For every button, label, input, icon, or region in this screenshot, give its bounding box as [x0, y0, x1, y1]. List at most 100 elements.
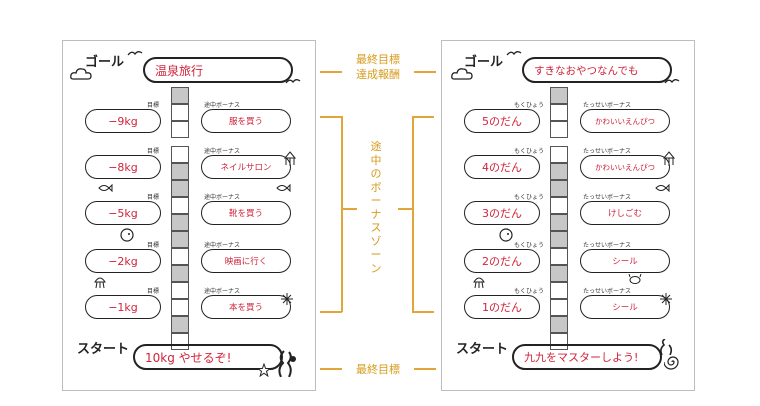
- goal-bubble: すきなおやつなんでも: [522, 57, 672, 83]
- goal-bubble: 温泉旅行: [143, 57, 293, 83]
- target-bubble: 1のだん: [464, 295, 540, 319]
- middle-left-bracket-bottom: [320, 311, 342, 313]
- bonus-bubble: かわいいえんぴつ: [580, 155, 670, 179]
- squid-icon: [662, 151, 676, 167]
- start-label: スタート: [456, 338, 508, 357]
- goal-text: 温泉旅行: [155, 62, 203, 79]
- target-bubble: 5のだん: [464, 109, 540, 133]
- pufferfish-icon: [498, 227, 514, 243]
- middle-right-bracket-side: [412, 116, 414, 312]
- step-block: [171, 180, 189, 197]
- pufferfish-icon: [119, 227, 135, 243]
- jellyfish-icon: [93, 275, 107, 289]
- start-text: 九九をマスターしよう!: [524, 349, 638, 365]
- target-caption: 目標: [147, 146, 159, 155]
- step-block: [550, 87, 568, 104]
- bonus-caption: 途中ボーナス: [204, 146, 240, 155]
- bonus-bubble: けしごむ: [580, 201, 670, 225]
- target-caption: もくひょう: [514, 286, 544, 295]
- bonus-caption: 途中ボーナス: [204, 286, 240, 295]
- target-bubble: −2kg: [85, 249, 161, 273]
- bonus-bubble: 本を買う: [201, 295, 291, 319]
- bonus-bubble: 映画に行く: [201, 249, 291, 273]
- milestone-row: もくひょう 3のだん たっせいボーナス けしごむ: [442, 201, 696, 227]
- target-bubble: −9kg: [85, 109, 161, 133]
- target-caption: 目標: [147, 192, 159, 201]
- bonus-bubble: シール: [580, 295, 670, 319]
- bonus-caption: たっせいボーナス: [583, 146, 631, 155]
- bonus-caption: たっせいボーナス: [583, 240, 631, 249]
- milestone-row: 目標 −8kg 途中ボーナス ネイルサロン: [63, 155, 317, 181]
- target-bubble: 3のだん: [464, 201, 540, 225]
- target-bubble: −1kg: [85, 295, 161, 319]
- target-bubble: −5kg: [85, 201, 161, 225]
- bonus-caption: 途中ボーナス: [204, 192, 240, 201]
- bird-icon: [506, 49, 522, 59]
- middle-right-bracket-bottom: [412, 311, 434, 313]
- step-block: [171, 87, 189, 104]
- bonus-caption: たっせいボーナス: [583, 192, 631, 201]
- milestone-row: 目標 −5kg 途中ボーナス 靴を買う: [63, 201, 317, 227]
- squid-icon: [283, 151, 297, 167]
- fish-icon: [97, 183, 113, 193]
- shell-icon: [664, 353, 682, 371]
- milestone-row: もくひょう 1のだん たっせいボーナス シール: [442, 295, 696, 321]
- bottom-right-connector: [414, 368, 436, 370]
- starfish-icon: [257, 363, 271, 377]
- goal-sheet-left: ゴール 温泉旅行 目標 −9kg 途中ボーナス 服を買う 目標 −8kg 途中ボ…: [62, 40, 316, 391]
- bonus-bubble: 靴を買う: [201, 201, 291, 225]
- top-left-connector: [320, 71, 342, 73]
- seaweed-icon: [275, 349, 299, 377]
- target-caption: 目標: [147, 240, 159, 249]
- target-caption: 目標: [147, 100, 159, 109]
- bonus-bubble: ネイルサロン: [201, 155, 291, 179]
- target-caption: 目標: [147, 286, 159, 295]
- bonus-caption: 途中ボーナス: [204, 240, 240, 249]
- sparkle-icon: [660, 293, 672, 305]
- start-text: 10kg やせるぞ!: [145, 349, 231, 366]
- middle-left-bracket-tick: [341, 208, 357, 210]
- top-right-connector: [414, 71, 436, 73]
- final-reward-label-line2: 達成報酬: [347, 66, 409, 82]
- goal-text: すきなおやつなんでも: [534, 63, 638, 78]
- milestone-row: 目標 −2kg 途中ボーナス 映画に行く: [63, 249, 317, 275]
- middle-left-bracket-top: [320, 116, 342, 118]
- milestone-row: もくひょう 5のだん たっせいボーナス かわいいえんぴつ: [442, 109, 696, 135]
- bonus-caption: 途中ボーナス: [204, 100, 240, 109]
- crab-icon: [628, 273, 642, 285]
- step-block: [171, 231, 189, 248]
- target-caption: もくひょう: [514, 146, 544, 155]
- target-caption: もくひょう: [514, 100, 544, 109]
- start-label: スタート: [77, 338, 129, 357]
- goal-sheet-right: ゴール すきなおやつなんでも もくひょう 5のだん たっせいボーナス かわいいえ…: [441, 40, 695, 391]
- seaweed-icon: [658, 339, 678, 355]
- middle-right-bracket-top: [412, 116, 434, 118]
- milestone-row: 目標 −1kg 途中ボーナス 本を買う: [63, 295, 317, 321]
- bird-icon: [127, 49, 143, 59]
- bonus-bubble: 服を買う: [201, 109, 291, 133]
- cloud-icon: [69, 67, 93, 81]
- middle-right-bracket-tick: [398, 208, 414, 210]
- final-reward-label-line1: 最終目標: [347, 51, 409, 67]
- fish-icon-2: [275, 183, 291, 193]
- cloud-icon: [450, 67, 474, 81]
- bonus-bubble: シール: [580, 249, 670, 273]
- final-goal-label: 最終目標: [347, 361, 409, 377]
- bonus-caption: たっせいボーナス: [583, 100, 631, 109]
- start-bubble: 九九をマスターしよう!: [512, 344, 662, 370]
- bonus-caption: たっせいボーナス: [583, 286, 631, 295]
- milestone-row: 目標 −9kg 途中ボーナス 服を買う: [63, 109, 317, 135]
- bonus-bubble: かわいいえんぴつ: [580, 109, 670, 133]
- target-caption: もくひょう: [514, 240, 544, 249]
- middle-left-bracket-side: [341, 116, 343, 312]
- milestone-row: もくひょう 2のだん たっせいボーナス シール: [442, 249, 696, 275]
- bottom-left-connector: [320, 368, 342, 370]
- target-bubble: 2のだん: [464, 249, 540, 273]
- milestone-row: もくひょう 4のだん たっせいボーナス かわいいえんぴつ: [442, 155, 696, 181]
- target-bubble: 4のだん: [464, 155, 540, 179]
- sparkle-icon: [281, 293, 293, 305]
- fish-icon: [654, 183, 670, 193]
- target-caption: もくひょう: [514, 192, 544, 201]
- bonus-zone-label: 途中のボーナスゾーン: [369, 140, 383, 275]
- target-bubble: −8kg: [85, 155, 161, 179]
